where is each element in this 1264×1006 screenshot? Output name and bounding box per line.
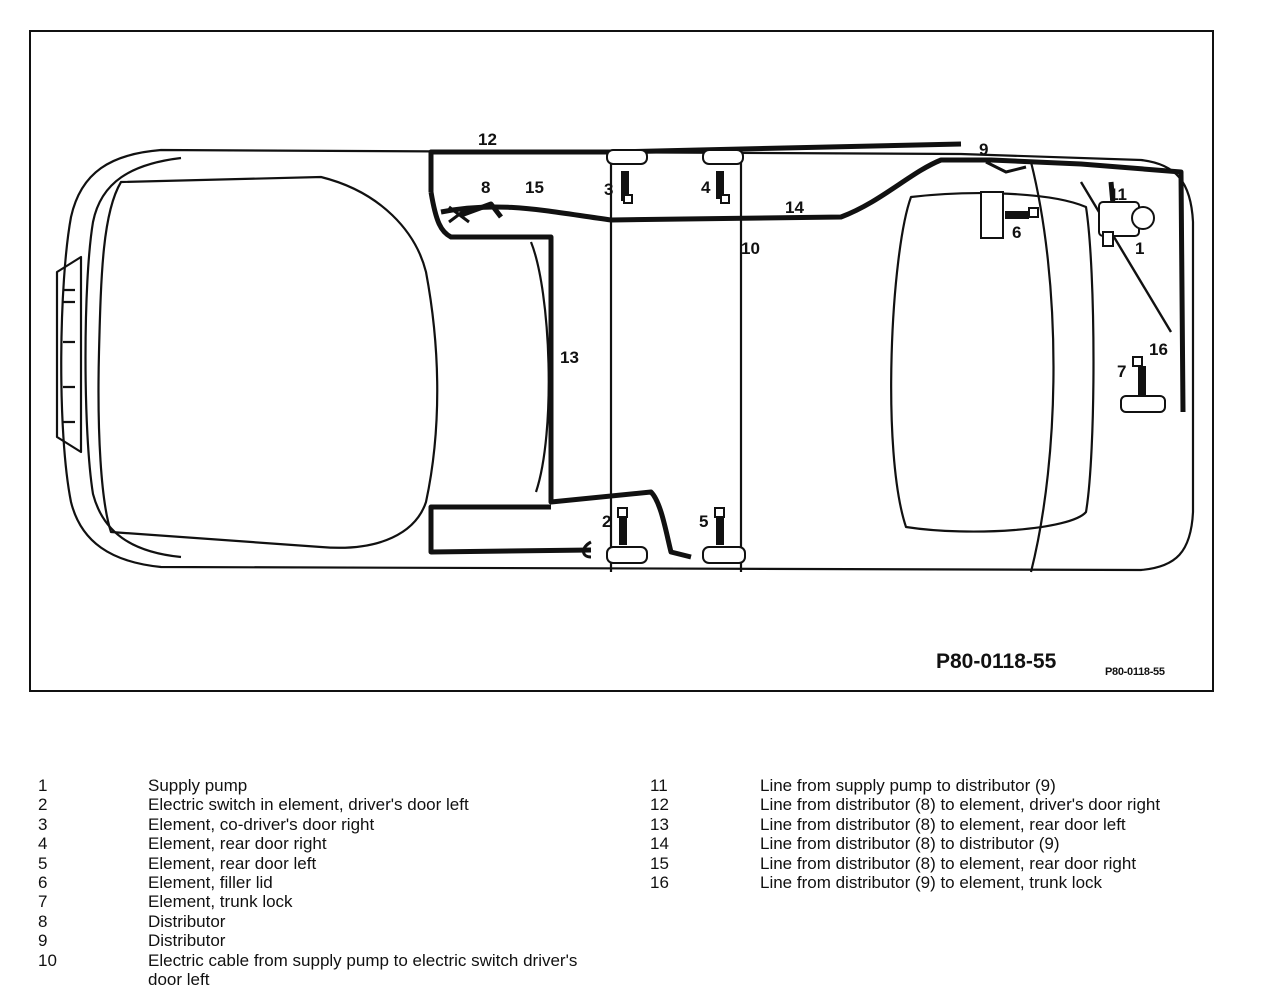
legend-description: Element, filler lid: [148, 873, 273, 893]
legend-description: Line from distributor (8) to element, re…: [760, 853, 1137, 873]
legend-description: Line from distributor (8) to element, dr…: [760, 795, 1161, 815]
callout-15: 15: [525, 178, 544, 197]
car-line-diagram: 12 9 8 15 3 4 14 10 11 6 1 13 16 7 2 5: [55, 130, 1195, 573]
legend-item: 14 Line from distributor (8) to distribut…: [650, 834, 1190, 853]
legend-item: 2 Electric switch in element, driver's do…: [38, 795, 578, 814]
legend-item: 7 Element, trunk lock: [38, 892, 578, 911]
legend-item: 8 Distributor: [38, 912, 578, 931]
legend-number: 3: [38, 814, 48, 834]
components: [448, 149, 1166, 564]
legend-description: Element, rear door right: [148, 834, 327, 854]
callout-6: 6: [1012, 223, 1021, 242]
legend-number: 11: [650, 776, 668, 795]
legend-description: Element, rear door left: [148, 853, 317, 873]
callout-14: 14: [785, 198, 804, 217]
diagram-figure: 12 9 8 15 3 4 14 10 11 6 1 13 16 7 2 5 P…: [29, 30, 1214, 692]
line-12: [428, 141, 962, 192]
legend-number: 2: [38, 795, 48, 815]
legend-description: Line from distributor (9) to element, tr…: [760, 873, 1103, 893]
legend-number: 16: [650, 873, 669, 893]
callout-16: 16: [1149, 340, 1168, 359]
legend-number: 14: [650, 834, 669, 854]
legend-number: 13: [650, 814, 669, 834]
legend-number: 4: [38, 834, 48, 854]
callout-8: 8: [481, 178, 490, 197]
legend-item: 4 Element, rear door right: [38, 834, 578, 853]
callout-11: 11: [1109, 185, 1127, 204]
figure-code-small: P80-0118-55: [1105, 666, 1165, 678]
callout-12: 12: [478, 130, 497, 149]
legend-description: Electric switch in element, driver's doo…: [148, 795, 469, 815]
pneumatic-lines: [428, 141, 1186, 560]
legend-description: Element, trunk lock: [148, 892, 293, 912]
legend-item: 1 Supply pump: [38, 776, 578, 795]
line-16: [1079, 181, 1173, 333]
legend-number: 5: [38, 853, 48, 873]
legend-number: 15: [650, 853, 669, 873]
legend-item: 6 Element, filler lid: [38, 873, 578, 892]
legend-left: 1 Supply pump 2 Electric switch in element…: [38, 776, 578, 989]
legend-item: 5 Element, rear door left: [38, 854, 578, 873]
car-body: [55, 148, 1195, 573]
line-lower: [428, 504, 592, 555]
legend-description: Line from distributor (8) to element, re…: [760, 814, 1126, 834]
callout-10: 10: [741, 239, 760, 258]
callout-13: 13: [560, 348, 579, 367]
callout-5: 5: [699, 512, 708, 531]
legend-item: 12 Line from distributor (8) to element, …: [650, 795, 1190, 814]
line-14: [440, 157, 1186, 413]
legend-number: 6: [38, 873, 48, 893]
callout-9: 9: [979, 140, 988, 159]
legend-description: Distributor: [148, 911, 226, 931]
callout-1: 1: [1135, 239, 1144, 258]
line-15: [460, 201, 503, 219]
legend-item: 13 Line from distributor (8) to element, …: [650, 815, 1190, 834]
legend-description: Element, co-driver's door right: [148, 814, 375, 834]
legend-number: 1: [38, 776, 48, 795]
callout-2: 2: [602, 512, 611, 531]
line-13: [428, 191, 692, 560]
legend-description: Electric cable from supply pump to elect…: [148, 950, 578, 990]
legend-number: 7: [38, 892, 48, 912]
callouts: 12 9 8 15 3 4 14 10 11 6 1 13 16 7 2 5: [478, 130, 1168, 531]
figure-code: P80-0118-55: [936, 650, 1057, 673]
legend-item: 9 Distributor: [38, 931, 578, 950]
callout-7: 7: [1117, 362, 1126, 381]
legend-item: 11 Line from supply pump to distributor (…: [650, 776, 1190, 795]
callout-4: 4: [701, 178, 711, 197]
legend-number: 9: [38, 931, 48, 951]
legend-description: Supply pump: [148, 776, 248, 795]
callout-3: 3: [604, 180, 613, 199]
legend-right: 11 Line from supply pump to distributor (…: [650, 776, 1190, 892]
legend-item: 16 Line from distributor (9) to element, …: [650, 873, 1190, 892]
legend-description: Distributor: [148, 931, 226, 951]
legend-number: 8: [38, 911, 48, 931]
legend-item: 10 Electric cable from supply pump to ele…: [38, 951, 578, 990]
legend-item: 15 Line from distributor (8) to element, …: [650, 854, 1190, 873]
legend-number: 12: [650, 795, 669, 815]
legend-number: 10: [38, 950, 57, 970]
legend-description: Line from distributor (8) to distributor…: [760, 834, 1060, 854]
legend-item: 3 Element, co-driver's door right: [38, 815, 578, 834]
legend-description: Line from supply pump to distributor (9): [760, 776, 1056, 795]
